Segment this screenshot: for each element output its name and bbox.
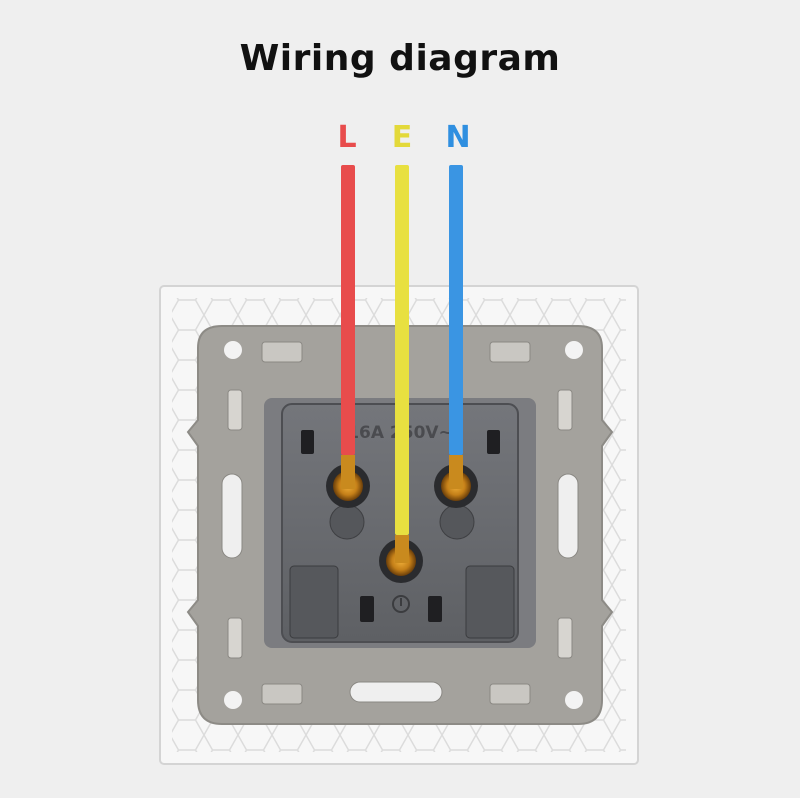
wire-label-neutral: N	[445, 120, 471, 155]
wires	[341, 165, 463, 563]
neutral-wire	[449, 165, 463, 455]
live-wire	[341, 165, 355, 455]
wire-label-earth: E	[391, 120, 413, 155]
wire-label-live: L	[337, 120, 357, 155]
diagram-title: Wiring diagram	[239, 38, 561, 79]
earth-wire	[395, 165, 409, 535]
